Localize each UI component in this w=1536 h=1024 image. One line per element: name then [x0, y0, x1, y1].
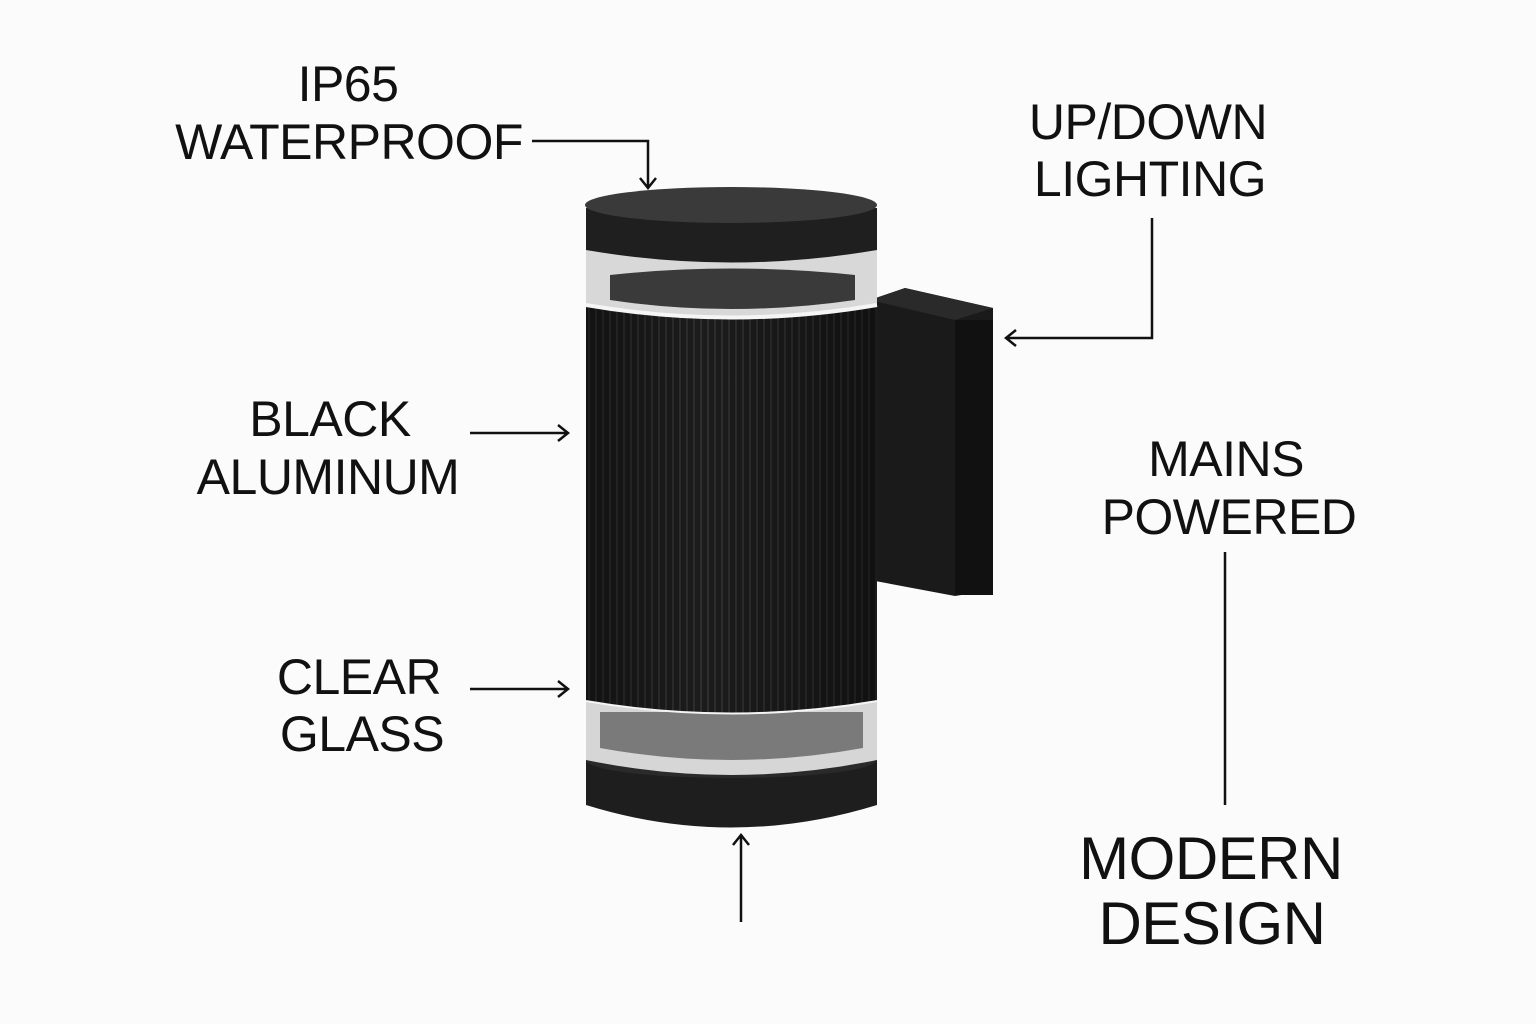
callout-lines: [470, 139, 1227, 922]
label-mains: MAINS: [1148, 431, 1304, 487]
material-arrow: [470, 424, 571, 442]
label-lighting: LIGHTING: [1033, 151, 1267, 207]
label-clear: CLEAR: [276, 649, 442, 705]
label-glass: GLASS: [279, 706, 445, 762]
ribbed-body: [586, 305, 877, 713]
wall-bracket: [870, 288, 993, 596]
top-glass: [585, 250, 878, 320]
label-design: DESIGN: [1098, 890, 1326, 957]
lighting-arrow: [1003, 218, 1154, 347]
top-cap: [585, 187, 877, 263]
glass-arrow: [470, 680, 571, 698]
label-ip65: IP65: [297, 56, 399, 112]
label-waterproof: WATERPROOF: [175, 114, 523, 170]
bottom-arrow: [732, 832, 750, 922]
label-aluminum: ALUMINUM: [196, 449, 460, 505]
waterproof-arrow: [532, 139, 657, 191]
label-black: BLACK: [249, 391, 411, 447]
label-modern: MODERN: [1079, 825, 1343, 892]
label-up-down: UP/DOWN: [1028, 94, 1268, 150]
label-powered: POWERED: [1101, 489, 1357, 545]
